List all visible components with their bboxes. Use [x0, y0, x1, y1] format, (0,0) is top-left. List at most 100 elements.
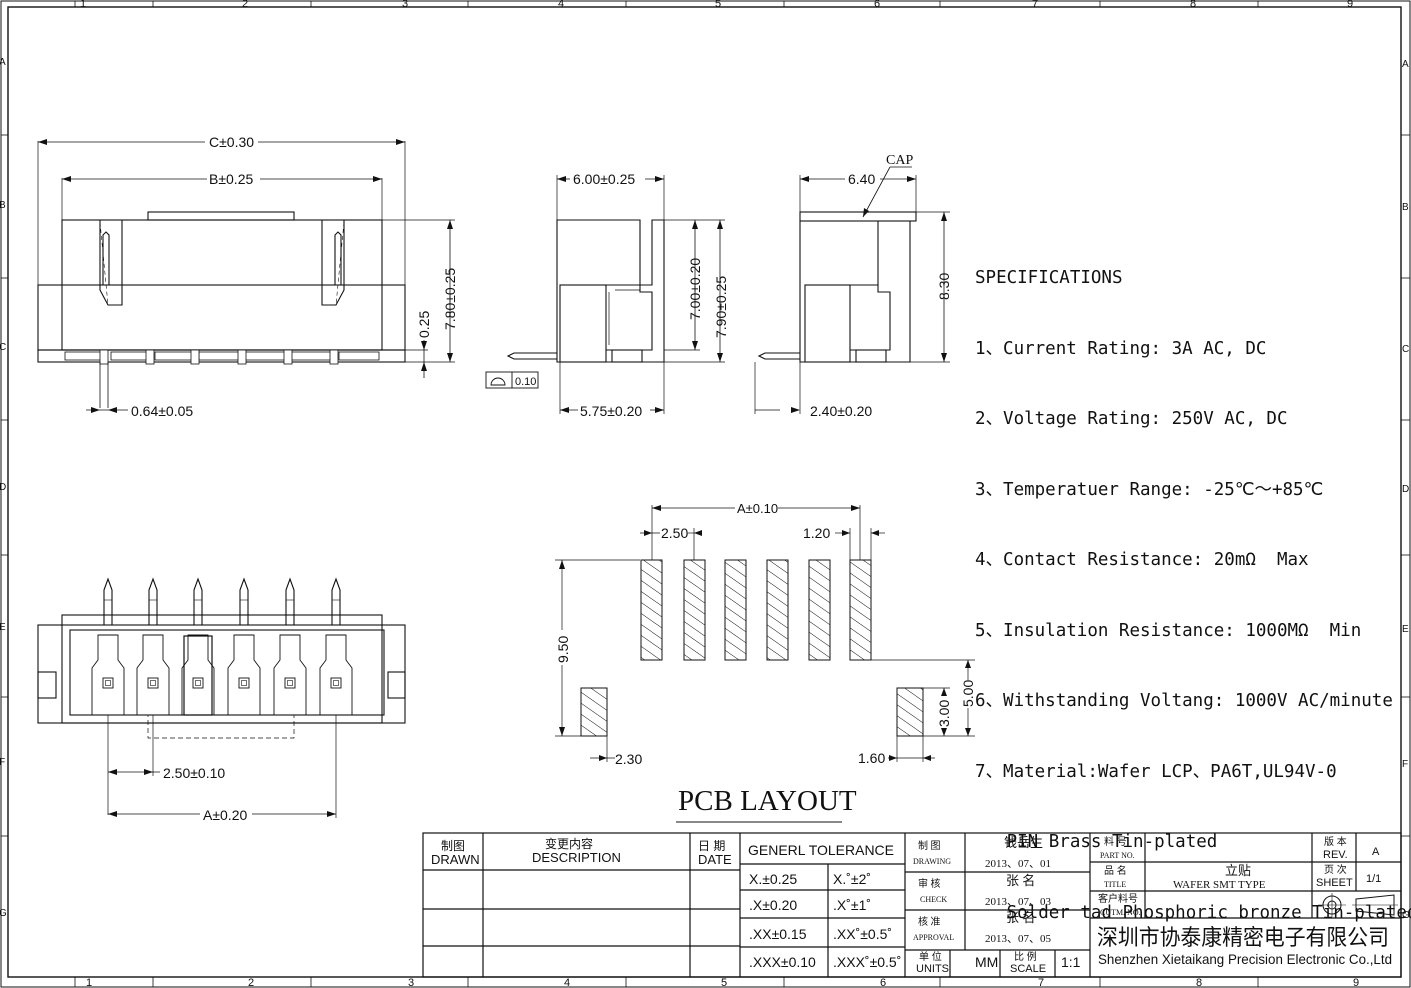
row-label: A	[0, 57, 6, 68]
drawing-cn: 制 图	[918, 839, 941, 852]
cap-view-arrows	[791, 176, 947, 413]
spec-line: 4、Contact Resistance: 20mΩ Max	[975, 550, 1309, 570]
tolerance-linear: X.±0.25	[749, 871, 797, 887]
scale-value: 1:1	[1061, 954, 1081, 970]
pcb-tab-span: 5.00	[960, 680, 976, 707]
column-label: 6	[874, 0, 880, 10]
dim-offset-025: 0.25	[416, 311, 432, 338]
column-label: 5	[715, 0, 721, 10]
top-view-arrows	[108, 769, 336, 817]
pcb-pad	[724, 559, 747, 661]
pcb-pad-width: 1.20	[803, 525, 830, 541]
check-name: 张 名	[1006, 873, 1035, 888]
cust-cn: 客户料号	[1098, 892, 1138, 905]
tolerance-linear: .XXX±0.10	[749, 954, 816, 970]
check-cn: 审 核	[918, 877, 941, 890]
pcb-pad	[766, 559, 789, 661]
part-cn: 料 号	[1104, 835, 1127, 848]
tolerance-angular: .XXX˚±0.5˚	[833, 954, 901, 970]
tolerance-linear: .X±0.20	[749, 897, 797, 913]
spec-line: 5、Insulation Resistance: 1000MΩ Min	[975, 620, 1362, 641]
spec-line: 6、Withstanding Voltang: 1000V AC/minute	[975, 691, 1393, 711]
scale-cn: 比 例	[1014, 950, 1037, 963]
approval-cn: 核 准	[918, 915, 941, 928]
pcb-tab-width: 1.60	[858, 750, 885, 766]
approval-en: APPROVAL	[913, 933, 954, 942]
title-cn: 品 名	[1104, 864, 1127, 877]
approval-date: 2013、07、05	[985, 933, 1051, 945]
tolerance-title: GENERL TOLERANCE	[748, 842, 894, 858]
drawing-en: DRAWING	[913, 857, 951, 866]
company-cn: 深圳市协泰康精密电子有限公司	[1097, 925, 1389, 950]
column-label: 7	[1032, 0, 1038, 10]
row-label: C	[1402, 344, 1409, 355]
row-label: G	[1402, 910, 1410, 921]
check-en: CHECK	[920, 895, 947, 904]
column-label: 4	[564, 977, 570, 988]
dim-cap-640: 6.40	[848, 171, 875, 187]
column-label: 2	[248, 977, 254, 988]
dim-height-830: 8.30	[936, 273, 952, 300]
cust-en: CUTM. NO.	[1100, 908, 1141, 917]
column-label: 1	[86, 977, 92, 988]
column-label: 5	[721, 977, 727, 988]
row-label: A	[1402, 59, 1409, 70]
dim-depth-575: 5.75±0.20	[580, 403, 642, 419]
pcb-tab-height: 3.00	[936, 700, 952, 727]
row-label: B	[1402, 202, 1409, 213]
projection-symbol	[1318, 893, 1398, 917]
drawing-date: 2013、07、01	[985, 858, 1051, 870]
cap-view	[754, 166, 950, 414]
dim-pitch: 2.50±0.10	[163, 765, 225, 781]
title-value-cn: 立贴	[1225, 863, 1251, 878]
pcb-pad	[683, 559, 706, 661]
approval-name: 张 名	[1006, 910, 1035, 925]
spec-line: 2、Voltage Rating: 250V AC, DC	[975, 409, 1288, 429]
scale-en: SCALE	[1010, 963, 1046, 975]
part-en: PART NO.	[1100, 851, 1135, 860]
pcb-pad	[808, 559, 831, 661]
row-label: D	[1402, 484, 1409, 495]
rev-en: REV.	[1323, 849, 1348, 861]
title-en: TITLE	[1104, 880, 1126, 889]
column-label: 6	[880, 977, 886, 988]
units-en: UNITS	[916, 963, 949, 975]
title-value-en: WAFER SMT TYPE	[1173, 879, 1266, 891]
pcb-tab-offset: 2.30	[615, 751, 642, 767]
desc-en: DESCRIPTION	[532, 850, 621, 865]
spec-line: 1、Current Rating: 3A AC, DC	[975, 338, 1267, 359]
rev-value: A	[1372, 846, 1380, 858]
top-view	[37, 577, 406, 818]
dim-flatness: 0.10	[515, 376, 536, 388]
pcb-arrows	[559, 505, 971, 761]
column-label: 9	[1347, 0, 1353, 10]
row-label: E	[1402, 624, 1409, 635]
row-label: F	[1402, 759, 1408, 770]
date-cn: 日 期	[698, 839, 725, 853]
front-view-arrows	[38, 139, 453, 413]
desc-cn: 变更内容	[545, 836, 593, 851]
pcb-a-span: A±0.10	[737, 501, 778, 516]
dim-height-780: 7.80±0.25	[442, 268, 458, 330]
tolerance-linear: .XX±0.15	[749, 926, 807, 942]
drawn-en: DRAWN	[431, 852, 480, 867]
tolerance-angular: .XX˚±0.5˚	[833, 926, 892, 942]
dim-height-790: 7.90±0.25	[713, 276, 729, 338]
tolerance-angular: .X˚±1˚	[833, 897, 871, 913]
column-label: 9	[1353, 977, 1359, 988]
pcb-pad	[640, 559, 663, 661]
column-label: 1	[80, 0, 86, 10]
dim-pin-width: 0.64±0.05	[131, 403, 193, 419]
pcb-layout	[555, 505, 975, 762]
date-en: DATE	[698, 852, 732, 867]
units-value: MM	[975, 954, 998, 970]
side-view	[485, 175, 725, 414]
sheet-value: 1/1	[1366, 873, 1381, 885]
spec-line: Solder tad Phosphoric bronze Tin-plated	[975, 902, 1411, 923]
column-label: 3	[402, 0, 408, 10]
company-en: Shenzhen Xietaikang Precision Electronic…	[1098, 951, 1392, 967]
pcb-pitch: 2.50	[661, 525, 688, 541]
